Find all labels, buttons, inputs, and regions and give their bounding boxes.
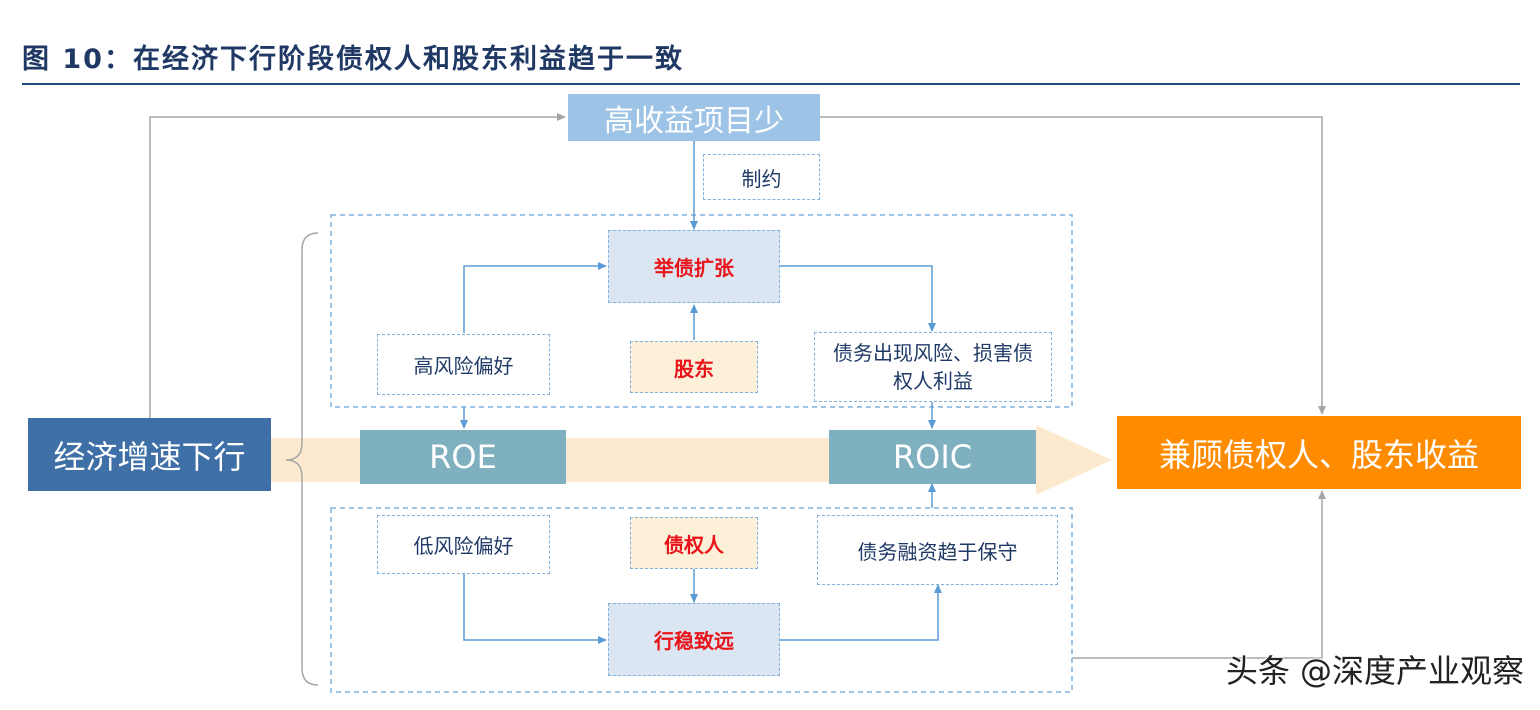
arrow-high-return-to-balance [820,116,1326,415]
node-roic: ROIC [829,430,1036,484]
node-borrow-expand: 举债扩张 [608,230,780,303]
left-bracket [285,232,319,686]
arrow-highrisk-to-borrow [463,262,607,333]
arrow-lower-to-balance [1072,490,1326,659]
node-conservative-financing: 债务融资趋于保守 [817,515,1058,585]
node-roe: ROE [360,430,566,484]
node-balance-returns: 兼顾债权人、股东收益 [1117,416,1521,489]
node-shareholder: 股东 [630,341,758,393]
node-low-risk-pref: 低风险偏好 [377,515,550,574]
title-underline [22,83,1520,85]
arrow-lowrisk-to-steady [463,574,607,644]
upper-group-frame [330,214,1073,408]
node-high-return-few: 高收益项目少 [568,94,820,141]
lower-group-frame [330,507,1073,693]
node-econ-slowdown: 经济增速下行 [28,418,271,491]
watermark: 头条 @深度产业观察 [1225,652,1524,690]
arrow-steady-to-conservative [780,584,942,641]
node-creditor: 债权人 [630,517,758,569]
node-steady-far: 行稳致远 [608,603,780,676]
figure-title: 图 10：在经济下行阶段债权人和股东利益趋于一致 [22,44,684,75]
arrow-borrow-to-debtrisk [780,265,936,332]
node-high-risk-pref: 高风险偏好 [377,334,550,395]
node-constrain: 制约 [703,154,820,200]
arrow-econ-to-high-return [149,113,566,418]
node-debt-risk: 债务出现风险、损害债权人利益 [814,332,1052,402]
